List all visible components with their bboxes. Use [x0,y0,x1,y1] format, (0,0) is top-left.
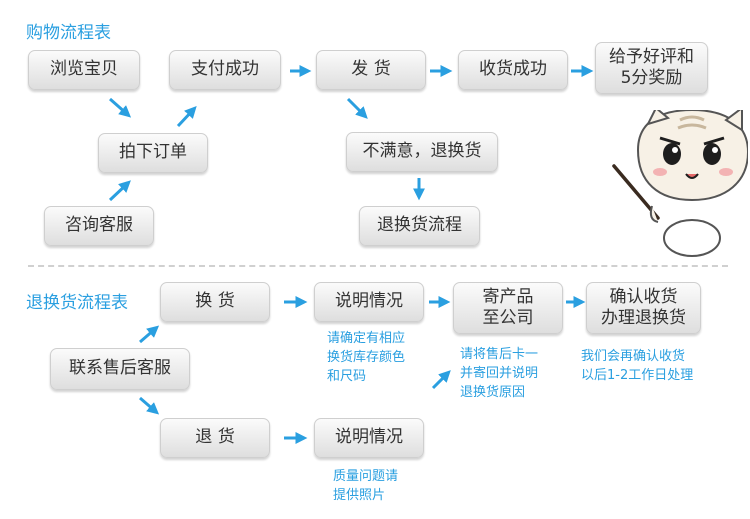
arrow-contact-to-refund [139,396,160,415]
note-refund: 质量问题请 提供照片 [333,469,399,503]
purchase-flow-title: 购物流程表 [26,23,111,43]
step-exchange: 换 货 [160,282,270,322]
step-browse: 浏览宝贝 [28,50,140,90]
step-send-back: 寄产品 至公司 [453,282,563,334]
note-confirm: 我们会再确认收货 以后1-2工作日处理 [581,349,694,383]
arrow-ship-to-unsatisfied [346,97,368,119]
step-received: 收货成功 [458,50,568,90]
note-send-back: 请将售后卡一 并寄回并说明 退换货原因 [460,347,539,400]
arrow-order-to-pay [176,106,197,128]
arrow-note-to-sendback [431,370,451,390]
step-confirm-receipt: 确认收货 办理退换货 [586,282,701,334]
step-refund: 退 货 [160,418,270,458]
step-contact-service: 联系售后客服 [50,348,190,390]
return-flow-title: 退换货流程表 [26,293,128,313]
step-review-reward: 给予好评和 5分奖励 [595,42,708,94]
step-explain-refund: 说明情况 [314,418,424,458]
step-consult-service: 咨询客服 [44,206,154,246]
step-explain-exchange: 说明情况 [314,282,424,322]
step-payment-success: 支付成功 [169,50,281,90]
step-unsatisfied: 不满意，退换货 [346,132,498,172]
step-place-order: 拍下订单 [98,133,208,173]
note-exchange: 请确定有相应 换货库存颜色 和尺码 [327,331,406,384]
step-return-flow: 退换货流程 [359,206,480,246]
step-ship: 发 货 [316,50,426,90]
arrow-consult-to-order [108,180,131,202]
arrow-browse-to-order [109,97,132,118]
section-divider [28,265,728,267]
cat-mascot-illustration [612,110,748,257]
arrow-contact-to-exchange [139,325,160,344]
